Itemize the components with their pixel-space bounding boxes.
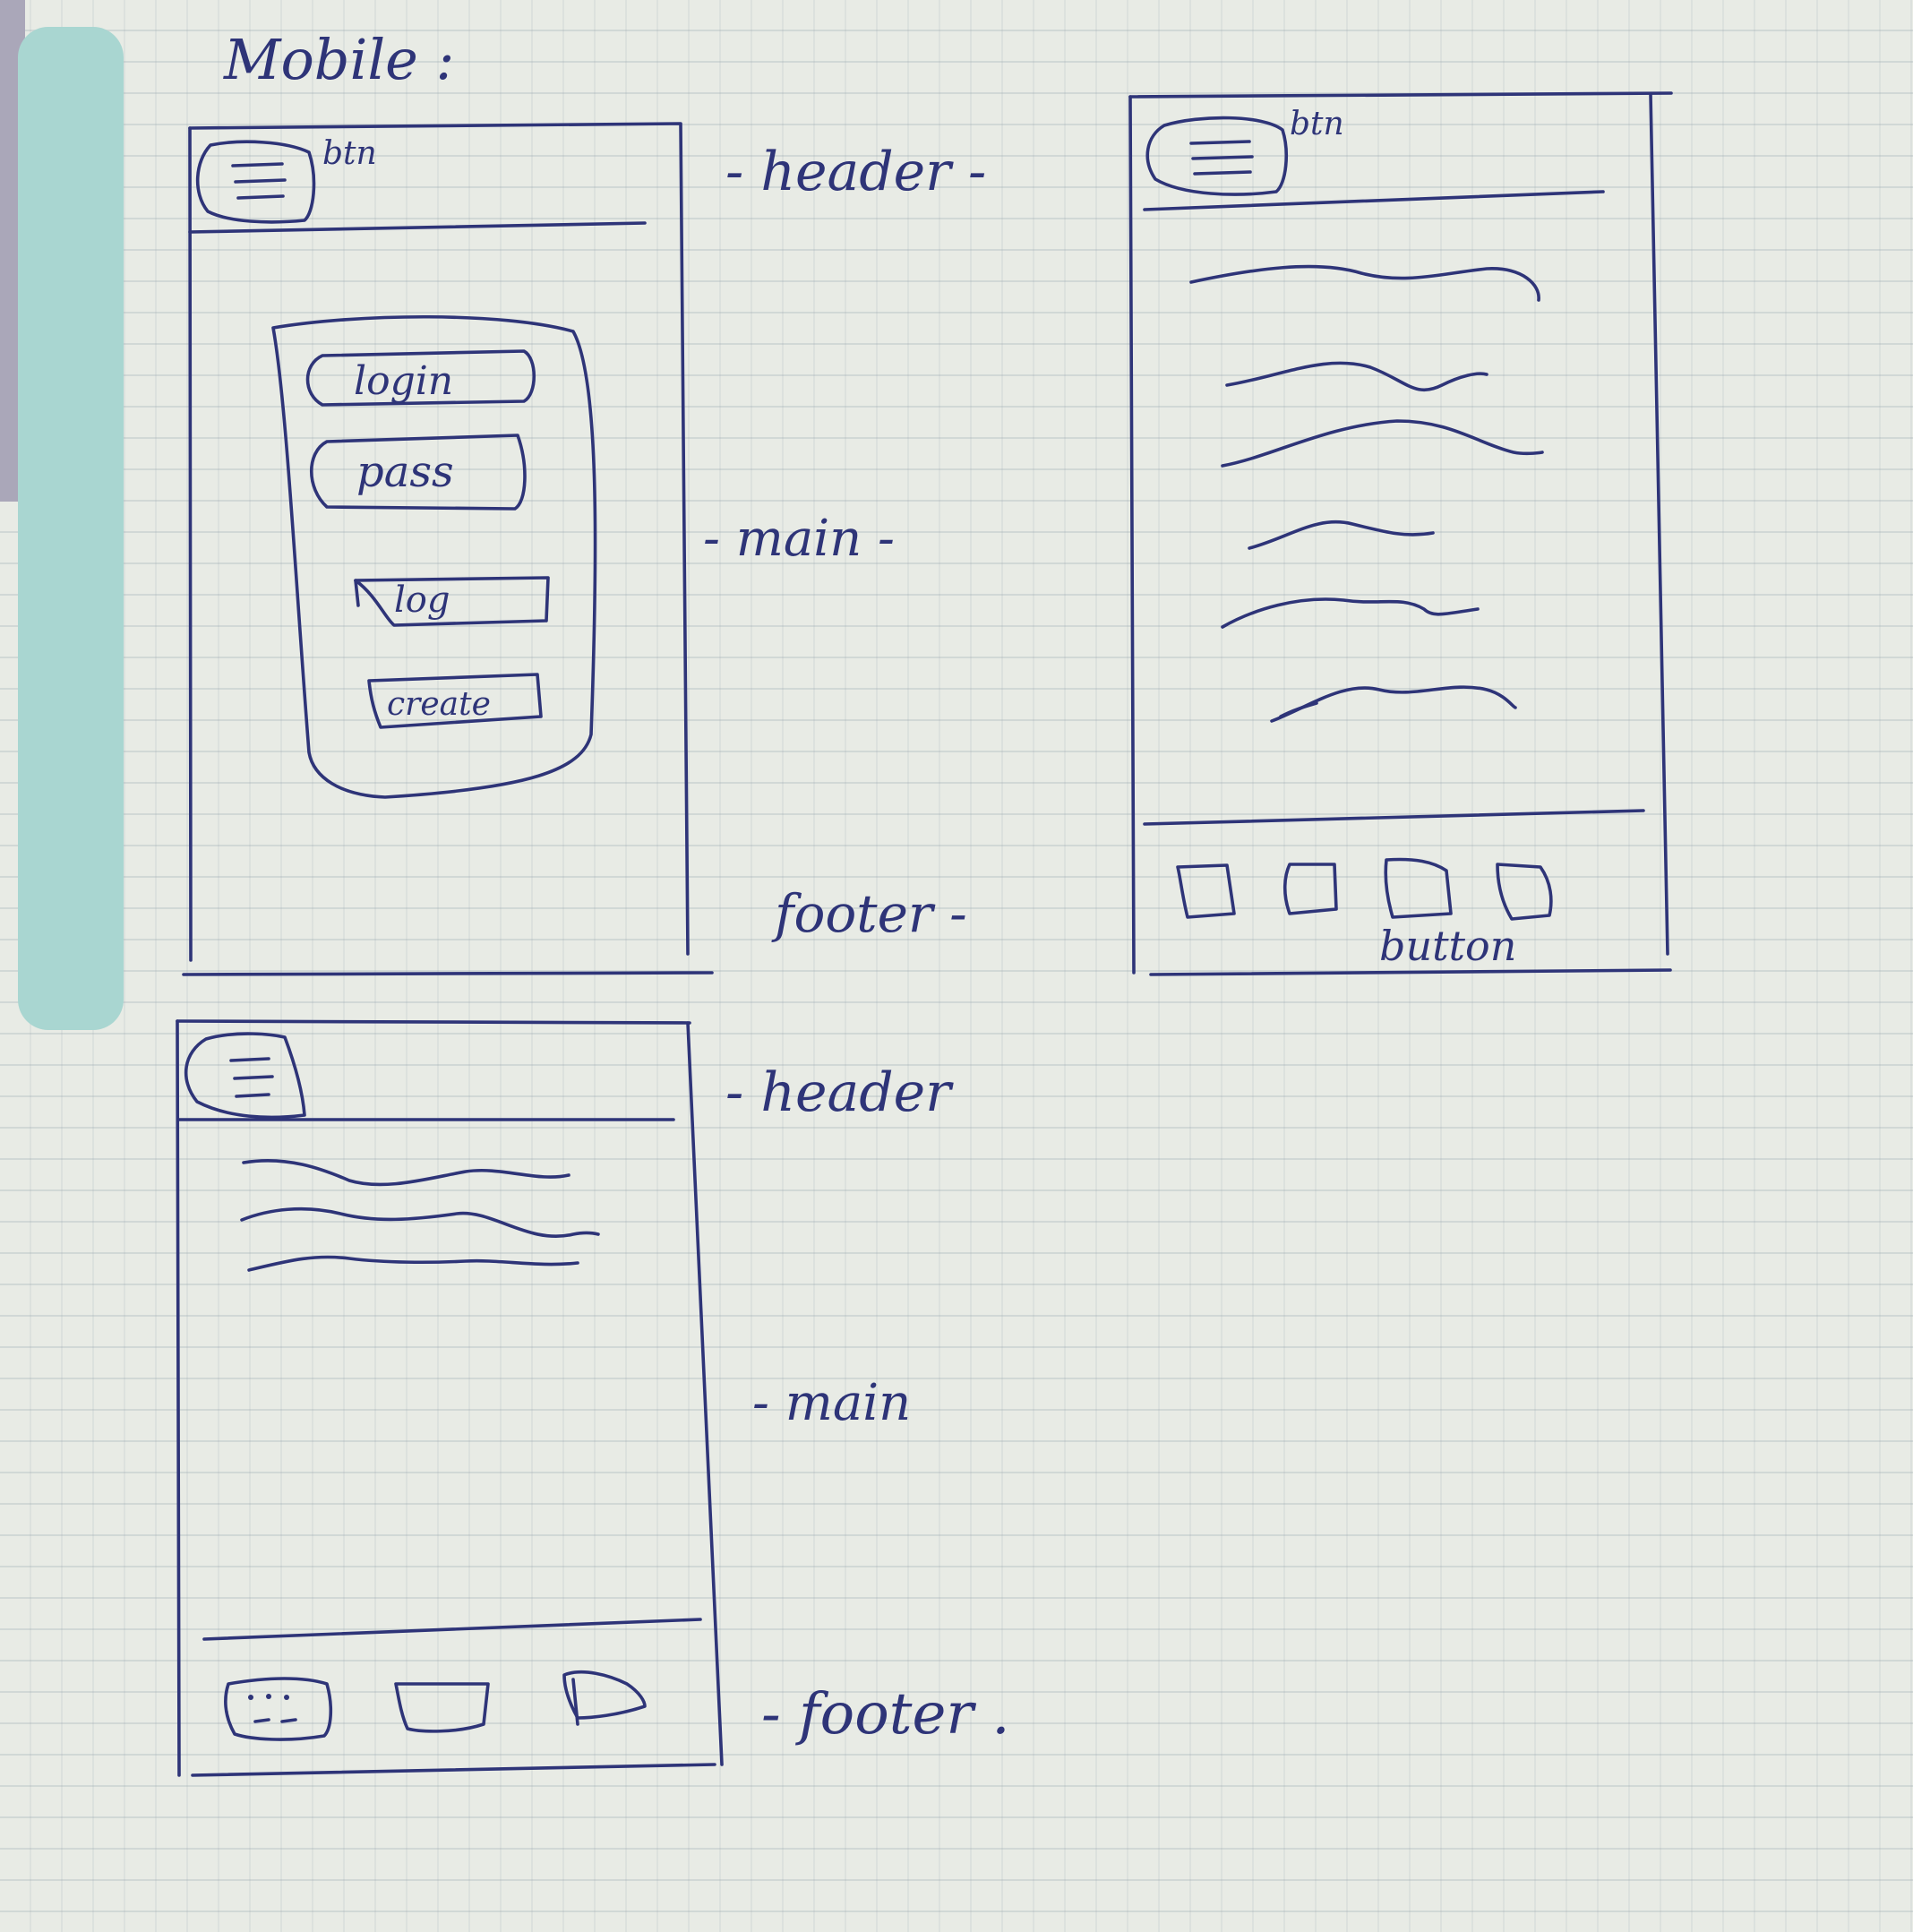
footer-square-icon [394,1682,490,1733]
svg-text:create: create [387,686,491,723]
footer-button-label: button [1379,922,1516,970]
svg-text:login: login [354,358,453,404]
login-form-card [271,314,597,799]
annotation-main: - main - [703,510,895,568]
header-btn-label: btn [322,135,377,172]
footer-button-3 [1384,857,1453,919]
menu-icon [195,140,316,224]
list-items [1189,264,1544,723]
login-field: login [305,349,536,407]
footer-icons [224,1670,647,1741]
svg-text:pass: pass [356,447,454,497]
pass-field: pass [309,434,527,511]
svg-text:log: log [394,580,450,621]
annotation-header-2: - header [725,1061,954,1124]
sketch-list-screen: btn button [1128,91,1673,976]
annotation-footer-2: - footer . [761,1681,1010,1747]
menu-icon [184,1032,306,1120]
menu-icon [1145,116,1288,196]
page-title: Mobile : [223,27,454,92]
sketch-login-screen: btn login pass log create [182,122,714,976]
log-button: log [354,576,550,627]
sketch-content-screen [176,1019,724,1777]
footer-button-2 [1282,863,1338,915]
footer-button-4 [1496,863,1553,921]
create-button: create [367,673,543,729]
footer-flag-icon [562,1670,647,1720]
content-lines [240,1159,600,1272]
footer-buttons [1176,857,1553,921]
header-btn-label: btn [1290,106,1344,142]
annotation-footer: footer - [771,883,967,944]
annotation-main-2: - main [752,1374,911,1432]
keyboard-icon [224,1677,333,1741]
footer-button-1 [1176,863,1236,919]
annotation-header: - header - [725,141,986,203]
notebook-tab [18,27,124,1030]
